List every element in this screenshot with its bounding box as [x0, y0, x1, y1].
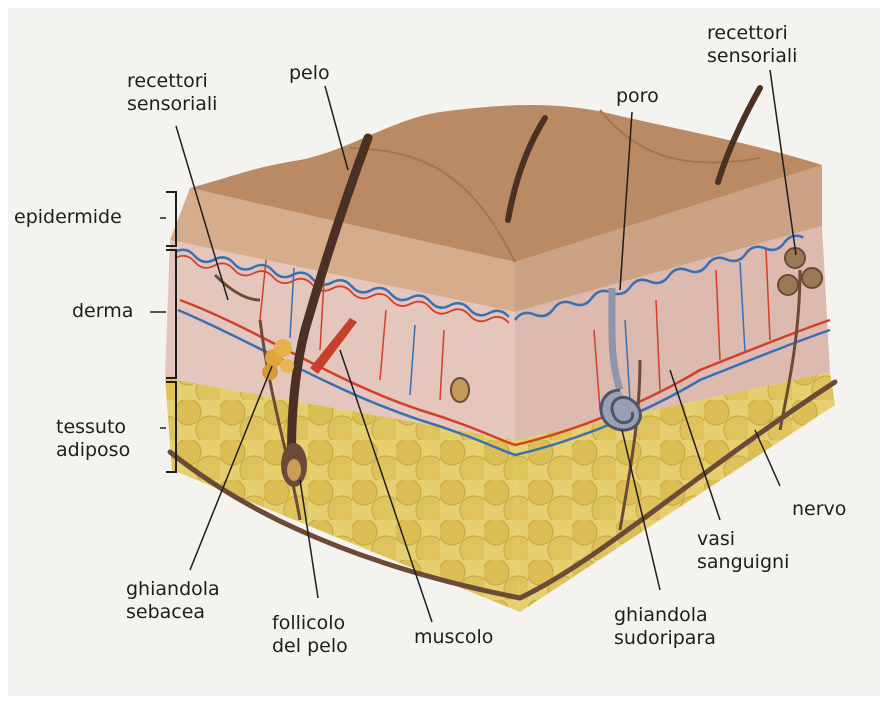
label-derma: derma — [72, 300, 133, 323]
label-poro: poro — [616, 85, 659, 108]
label-follicolo-del-pelo: follicolo del pelo — [272, 612, 348, 658]
label-line: del pelo — [272, 635, 348, 658]
label-line: sebacea — [126, 601, 220, 624]
label-line: ghiandola — [614, 604, 716, 627]
label-ghiandola-sudoripara: ghiandola sudoripara — [614, 604, 716, 650]
label-pelo: pelo — [289, 62, 330, 85]
label-nervo: nervo — [792, 498, 846, 521]
label-line: sudoripara — [614, 627, 716, 650]
label-tessuto-adiposo: tessuto adiposo — [56, 416, 130, 462]
label-muscolo: muscolo — [414, 626, 493, 649]
label-line: sanguigni — [697, 551, 789, 574]
label-recettori-sensoriali-left: recettori sensoriali — [127, 70, 217, 116]
label-vasi-sanguigni: vasi sanguigni — [697, 528, 789, 574]
label-line: ghiandola — [126, 578, 220, 601]
corpuscle-mid — [451, 378, 469, 402]
label-line: vasi — [697, 528, 789, 551]
label-line: follicolo — [272, 612, 348, 635]
hair-bulb — [287, 459, 301, 481]
label-ghiandola-sebacea: ghiandola sebacea — [126, 578, 220, 624]
label-line: sensoriali — [707, 45, 797, 68]
label-recettori-sensoriali-right: recettori sensoriali — [707, 22, 797, 68]
label-epidermide: epidermide — [14, 206, 122, 229]
label-line: recettori — [707, 22, 797, 45]
label-line: recettori — [127, 70, 217, 93]
label-line: adiposo — [56, 439, 130, 462]
label-line: tessuto — [56, 416, 130, 439]
label-line: sensoriali — [127, 93, 217, 116]
